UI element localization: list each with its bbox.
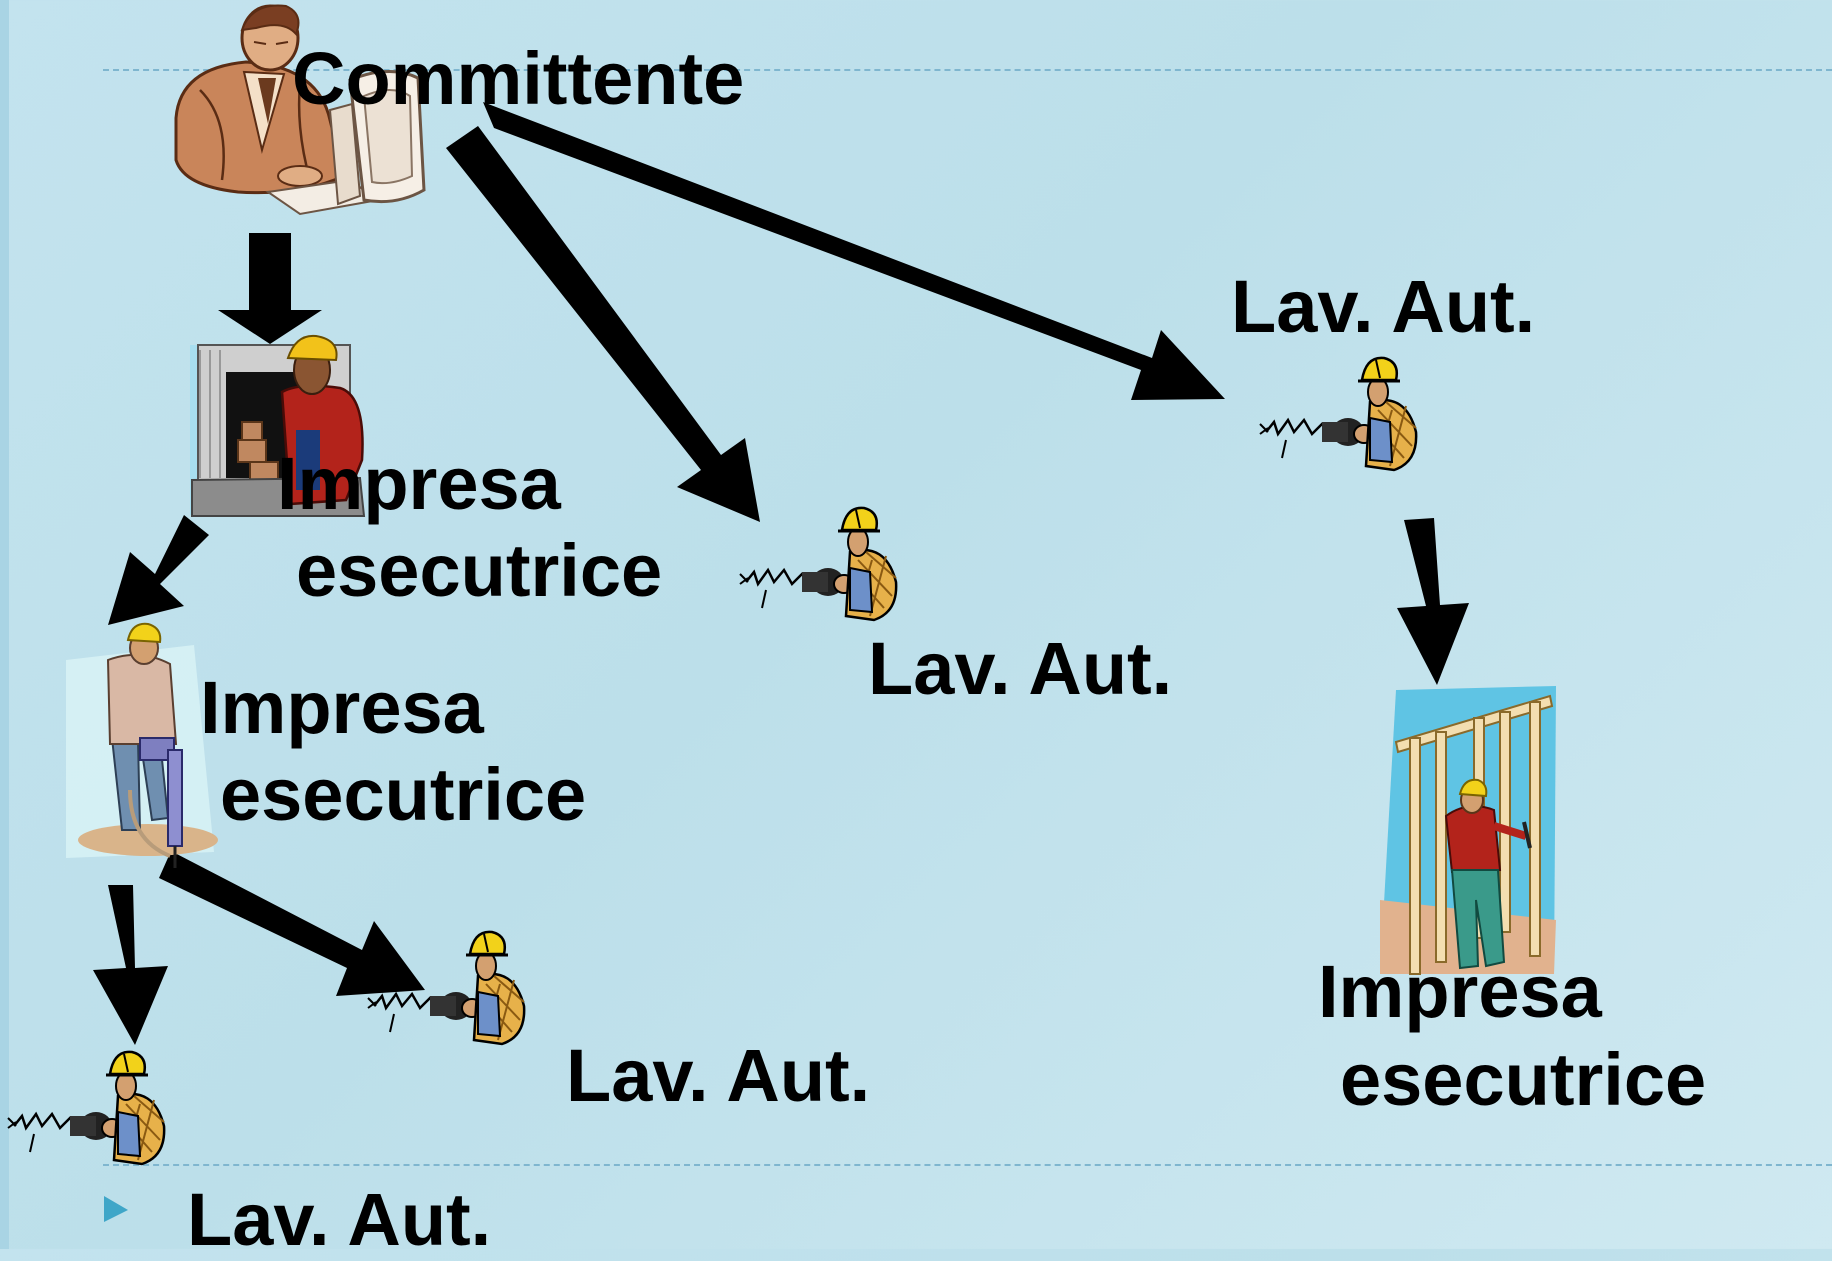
arrow-committente-to-impresa-1: [218, 233, 322, 344]
impresa-3-line-1: Impresa: [1318, 950, 1602, 1033]
businessman-at-computer-icon: [174, 4, 426, 216]
arrow-committente-to-lav-aut-1: [483, 102, 1225, 400]
worker-with-drill-icon: [6, 1050, 166, 1166]
lav-aut-4-label: Lav. Aut.: [187, 1178, 492, 1261]
arrow-impresa-1-to-impresa-2: [108, 515, 209, 625]
bottom-dashed-rule: [103, 1164, 1832, 1166]
left-accent-bar: [0, 0, 9, 1249]
warehouse-worker-icon: [190, 334, 366, 517]
arrow-committente-to-lav-aut-2: [446, 126, 760, 522]
impresa-3-line-2: esecutrice: [1340, 1038, 1707, 1121]
lav-aut-2-label: Lav. Aut.: [868, 627, 1173, 710]
arrow-lav-aut-1-to-impresa-3: [1397, 518, 1469, 685]
impresa-2-line-2: esecutrice: [220, 753, 587, 836]
lav-aut-1-label: Lav. Aut.: [1231, 265, 1536, 348]
impresa-1-line-2: esecutrice: [296, 529, 663, 612]
jackhammer-worker-icon: [66, 622, 218, 868]
carpenter-frame-icon: [1380, 686, 1556, 975]
top-dashed-rule: [103, 69, 1832, 71]
worker-with-drill-icon: [738, 506, 898, 622]
arrow-impresa-2-to-lav-aut-4: [93, 885, 168, 1045]
bullet-triangle-icon: [104, 1196, 128, 1222]
lav-aut-3-label: Lav. Aut.: [566, 1034, 871, 1117]
arrow-impresa-2-to-lav-aut-3: [159, 851, 425, 996]
arrows: [93, 102, 1469, 1045]
worker-with-drill-icon: [1258, 356, 1418, 472]
impresa-2-line-1: Impresa: [200, 666, 484, 749]
committente-label: Committente: [292, 37, 745, 120]
impresa-1-line-1: Impresa: [277, 442, 561, 525]
